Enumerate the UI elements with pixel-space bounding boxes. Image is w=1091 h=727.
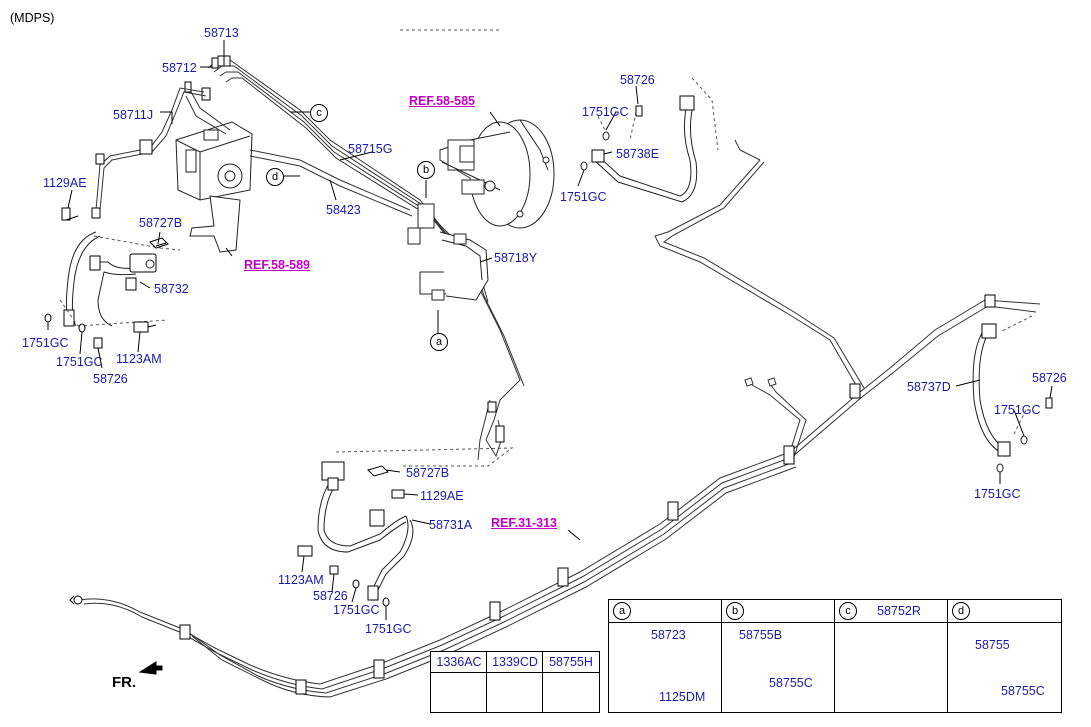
callout-1751GC-left2[interactable]: 1751GC bbox=[56, 355, 103, 369]
small-col-2 bbox=[487, 652, 543, 712]
hose-58738E bbox=[580, 95, 698, 203]
detail-a-item-2[interactable]: 1125DM bbox=[659, 690, 706, 704]
callout-58715G[interactable]: 58715G bbox=[348, 142, 393, 156]
callout-58423[interactable]: 58423 bbox=[326, 203, 361, 217]
detail-col-b bbox=[722, 600, 835, 712]
bracket-58727B-top bbox=[149, 237, 169, 249]
detail-col-c bbox=[835, 600, 948, 712]
callout-1751GC-top2[interactable]: 1751GC bbox=[560, 190, 607, 204]
detail-letter-b: b bbox=[726, 602, 744, 620]
junction-block bbox=[407, 203, 489, 301]
callout-1123AM-mid[interactable]: 1123AM bbox=[278, 573, 324, 587]
callout-1751GC-left[interactable]: 1751GC bbox=[22, 336, 69, 350]
callout-58731A[interactable]: 58731A bbox=[429, 518, 473, 532]
detail-b-item-2[interactable]: 58755C bbox=[769, 676, 813, 690]
hose-58732 bbox=[63, 231, 157, 327]
center-branches bbox=[744, 377, 807, 458]
fr-arrow bbox=[138, 661, 163, 675]
callout-1751GC-mid2[interactable]: 1751GC bbox=[365, 622, 412, 636]
detail-letter-c: c bbox=[839, 602, 857, 620]
view-marker-b[interactable]: b bbox=[417, 161, 435, 179]
detail-b-item-1[interactable]: 58755B bbox=[739, 628, 783, 642]
callout-1751GC-top1[interactable]: 1751GC bbox=[582, 105, 629, 119]
detail-a-item-1[interactable]: 58723 bbox=[651, 628, 686, 642]
front-direction-label: FR. bbox=[112, 674, 137, 691]
callout-58726-top[interactable]: 58726 bbox=[620, 73, 655, 87]
bundle-clips bbox=[179, 294, 996, 695]
callout-1751GC-right1[interactable]: 1751GC bbox=[994, 403, 1041, 417]
view-marker-c[interactable]: c bbox=[310, 104, 328, 122]
small-header-2[interactable]: 1339CD bbox=[492, 655, 538, 669]
detail-d-item-2[interactable]: 58755C bbox=[1001, 684, 1045, 698]
small-header-1[interactable]: 1336AC bbox=[436, 655, 482, 669]
callout-58726-right[interactable]: 58726 bbox=[1032, 371, 1067, 385]
callout-1123AM-top[interactable]: 1123AM bbox=[116, 352, 162, 366]
callout-1751GC-right2[interactable]: 1751GC bbox=[974, 487, 1021, 501]
ref-58-585[interactable]: REF.58-585 bbox=[409, 94, 476, 108]
bolt-1123AM-top bbox=[133, 321, 157, 333]
header-note: (MDPS) bbox=[10, 11, 55, 25]
callout-1751GC-mid1[interactable]: 1751GC bbox=[333, 603, 380, 617]
front-end-fitting bbox=[69, 595, 83, 605]
detail-divider bbox=[609, 622, 1061, 623]
brake-booster bbox=[439, 119, 555, 229]
leader-dashes bbox=[59, 29, 1033, 467]
detail-part-c[interactable]: 58752R bbox=[877, 604, 921, 618]
callout-58718Y[interactable]: 58718Y bbox=[494, 251, 538, 265]
bolt-1129AE-top bbox=[61, 207, 79, 221]
callout-58732[interactable]: 58732 bbox=[154, 282, 189, 296]
detail-col-a bbox=[609, 600, 722, 712]
detail-letter-a: a bbox=[613, 602, 631, 620]
callout-58713[interactable]: 58713 bbox=[204, 26, 239, 40]
detail-table: a b c d 58752R 58723 1125DM 58755B 58755… bbox=[608, 599, 1062, 713]
callout-58712[interactable]: 58712 bbox=[162, 61, 197, 75]
callout-58737D[interactable]: 58737D bbox=[907, 380, 951, 394]
callout-1129AE-mid[interactable]: 1129AE bbox=[420, 489, 464, 503]
callout-leaders bbox=[47, 40, 1053, 620]
table-divider bbox=[431, 672, 599, 673]
mid-lines bbox=[477, 399, 505, 461]
tube-fittings-top bbox=[184, 55, 231, 101]
line-58711J bbox=[91, 87, 207, 219]
small-header-3[interactable]: 58755H bbox=[549, 655, 593, 669]
rear-brake-lines bbox=[654, 139, 1041, 393]
callout-58738E[interactable]: 58738E bbox=[616, 147, 660, 161]
callout-58727B-top[interactable]: 58727B bbox=[139, 216, 183, 230]
callout-58726-left[interactable]: 58726 bbox=[93, 372, 128, 386]
view-marker-a[interactable]: a bbox=[430, 333, 448, 351]
callout-58711J[interactable]: 58711J bbox=[113, 108, 154, 122]
detail-d-item-1[interactable]: 58755 bbox=[975, 638, 1010, 652]
small-col-1 bbox=[431, 652, 487, 712]
mid-small-parts bbox=[297, 465, 405, 607]
ref-58-589[interactable]: REF.58-589 bbox=[244, 258, 311, 272]
callout-58727B-mid[interactable]: 58727B bbox=[406, 466, 450, 480]
main-tube-bundle bbox=[79, 367, 895, 698]
callout-1129AE-top[interactable]: 1129AE bbox=[43, 176, 87, 190]
small-parts-table: 1336AC 1339CD 58755H bbox=[430, 651, 600, 713]
hose-58737D bbox=[972, 323, 1053, 473]
abs-unit bbox=[175, 121, 253, 253]
view-marker-d[interactable]: d bbox=[266, 168, 284, 186]
callout-58726-mid[interactable]: 58726 bbox=[313, 589, 348, 603]
ref-31-313[interactable]: REF.31-313 bbox=[491, 516, 558, 530]
detail-letter-d: d bbox=[952, 602, 970, 620]
hose-58731A bbox=[317, 461, 414, 601]
